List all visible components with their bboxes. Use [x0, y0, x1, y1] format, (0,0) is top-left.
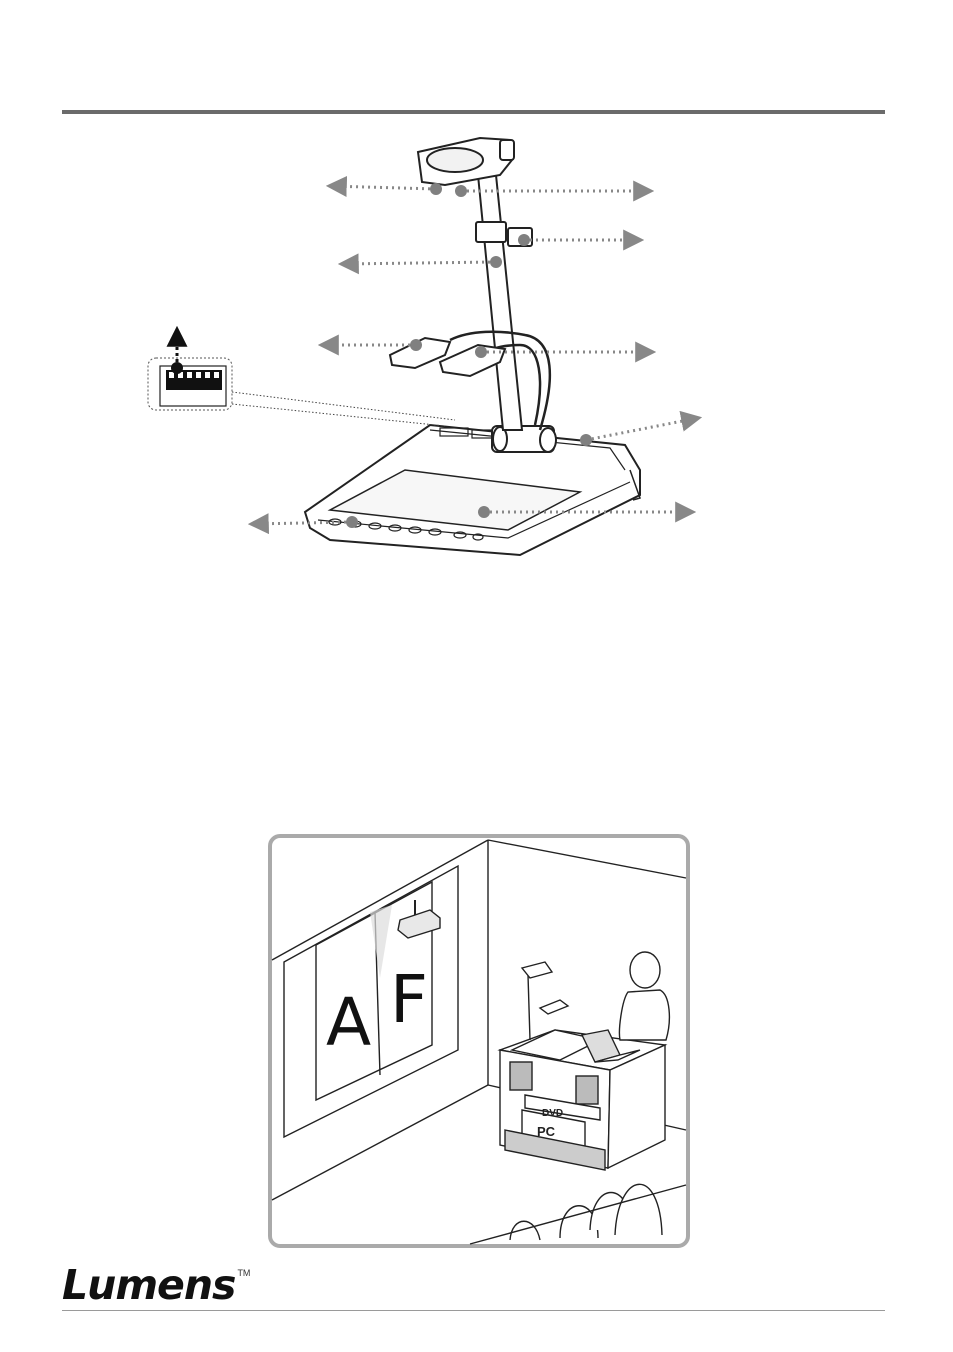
- lumens-logo: Lumens TM: [62, 1262, 250, 1308]
- dvd-label: DVD: [542, 1108, 563, 1119]
- logo-wordmark: Lumens: [62, 1262, 235, 1308]
- screen-letter-a: A: [326, 984, 371, 1061]
- footer-rule: [62, 1310, 885, 1311]
- trademark-mark: TM: [237, 1268, 250, 1278]
- pc-label: PC: [537, 1124, 556, 1139]
- screen-letter-f: F: [390, 961, 428, 1038]
